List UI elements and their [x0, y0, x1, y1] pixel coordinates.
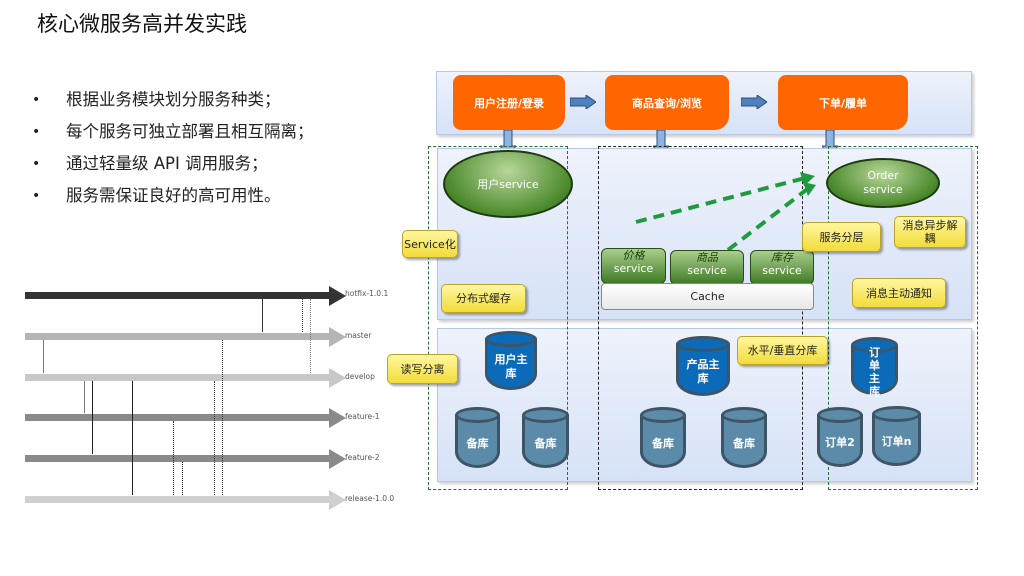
right-arrow-icon [570, 95, 596, 109]
bullet-text: 服务需保证良好的高可用性。 [66, 186, 281, 205]
merge-line [84, 381, 85, 413]
service-sub: service [762, 264, 802, 277]
user-backup-db: 备库 [522, 407, 569, 468]
dependency-arrows [635, 172, 816, 252]
callout-distributed-cache: 分布式缓存 [441, 284, 526, 313]
merge-line [182, 462, 183, 495]
merge-line [302, 299, 303, 332]
right-arrow-icon [741, 95, 767, 109]
branch-release [25, 490, 346, 510]
merge-line [214, 381, 215, 495]
branch-feature-1 [25, 408, 346, 428]
bullet-icon: • [32, 188, 41, 204]
order-service: Order service [826, 158, 940, 208]
callout-service-layering: 服务分层 [802, 222, 881, 252]
db-label: 订单n [881, 435, 912, 448]
service-name: 价格 [622, 249, 645, 262]
branch-label: feature-2 [345, 453, 380, 462]
bullet-item: • 服务需保证良好的高可用性。 [32, 180, 314, 212]
branch-label: feature-1 [345, 412, 380, 421]
arrow-head-icon [329, 408, 346, 428]
branch-master [25, 327, 346, 347]
bullet-item: • 每个服务可独立部署且相互隔离； [32, 116, 314, 148]
branch-label: develop [345, 372, 375, 381]
bullet-item: • 根据业务模块划分服务种类； [32, 84, 314, 116]
branch-label: release-1.0.0 [345, 494, 395, 503]
callout-sharding: 水平/垂直分库 [737, 336, 828, 365]
product-backup-db: 备库 [640, 407, 686, 468]
db-label: 备库 [652, 436, 674, 450]
arrow-head-icon [329, 449, 346, 469]
db-label: 备库 [733, 436, 755, 450]
product-backup-db: 备库 [721, 407, 767, 468]
arrow-head-icon [329, 286, 346, 306]
callout-rw-split: 读写分离 [387, 354, 458, 384]
bullet-icon: • [32, 124, 41, 140]
merge-line [310, 299, 311, 373]
arrow-head-icon [329, 368, 346, 388]
bullet-icon: • [32, 92, 41, 108]
arrow-head-icon [329, 327, 346, 347]
callout-active-notify: 消息主动通知 [852, 278, 946, 308]
branch-develop [25, 368, 346, 388]
flow-step-order: 下单/履单 [778, 75, 908, 130]
user-primary-db: 用户主库 [485, 331, 537, 390]
service-name: 库存 [771, 251, 793, 264]
merge-line [262, 299, 263, 332]
db-label: 产品主库 [686, 358, 720, 385]
branch-hotfix [25, 286, 346, 306]
product-service: 商品 service [670, 250, 744, 285]
bullet-text: 通过轻量级 API 调用服务； [66, 154, 268, 173]
merge-line [92, 381, 93, 454]
db-label: 订单2 [825, 436, 855, 449]
product-primary-db: 产品主库 [676, 336, 730, 396]
user-column [428, 146, 568, 490]
bullet-text: 每个服务可独立部署且相互隔离； [66, 122, 314, 141]
merge-line [43, 340, 44, 373]
page-title: 核心微服务高并发实践 [37, 12, 247, 36]
order-shard-db: 订单2 [817, 407, 863, 467]
db-label: 订单主库 [869, 346, 880, 398]
order-shard-db: 订单n [872, 406, 921, 466]
inventory-service: 库存 service [750, 250, 814, 285]
service-name: 商品 [696, 251, 718, 264]
arrow-head-icon [329, 490, 346, 510]
bullet-item: • 通过轻量级 API 调用服务； [32, 148, 314, 180]
branch-label: hotfix-1.0.1 [345, 289, 389, 298]
branch-label: master [345, 331, 372, 340]
product-column [598, 146, 803, 490]
service-sub: service [613, 262, 654, 275]
db-label: 备库 [534, 436, 557, 450]
merge-line [132, 381, 133, 495]
db-label: 备库 [466, 436, 489, 450]
order-primary-db: 订单主库 [851, 337, 898, 398]
price-service: 价格 service [601, 248, 666, 284]
bullet-list: • 根据业务模块划分服务种类； • 每个服务可独立部署且相互隔离； • 通过轻量级 A… [32, 84, 314, 212]
callout-service-ize: Service化 [402, 230, 458, 258]
user-service: 用户service [443, 150, 573, 218]
order-column [828, 146, 978, 490]
flow-step-browse-products: 商品查询/浏览 [605, 75, 729, 130]
merge-line [222, 340, 223, 495]
service-sub: service [687, 264, 727, 277]
order-service-line: service [863, 183, 903, 196]
cache-box: Cache [601, 283, 814, 310]
db-label: 用户主库 [494, 352, 528, 380]
git-flow-diagram: hotfix-1.0.1 master develop feature-1 fe… [0, 0, 420, 576]
flow-step-register-login: 用户注册/登录 [453, 75, 565, 130]
bullet-text: 根据业务模块划分服务种类； [66, 90, 281, 109]
branch-feature-2 [25, 449, 346, 469]
merge-line [173, 421, 174, 495]
callout-async-decouple: 消息异步解耦 [894, 216, 966, 248]
user-backup-db: 备库 [455, 407, 500, 468]
bullet-icon: • [32, 156, 41, 172]
order-service-line: Order [867, 169, 899, 182]
